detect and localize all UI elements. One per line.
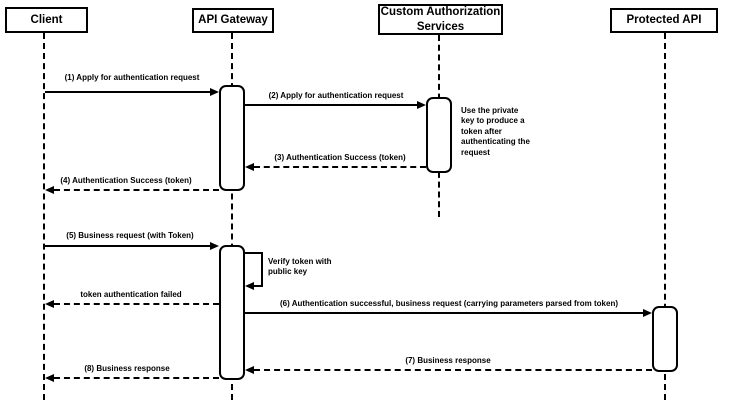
- activation-api-gateway-1: [219, 85, 245, 191]
- self-message-right-line: [261, 252, 263, 287]
- activation-protected-api: [652, 306, 678, 372]
- message-fail-arrowhead: [45, 300, 54, 308]
- actor-api-gateway: API Gateway: [192, 8, 274, 33]
- self-message-top-line: [245, 252, 263, 254]
- message-1-line: [45, 91, 210, 93]
- message-7-label: (7) Business response: [405, 356, 491, 365]
- lifeline-api-gateway: [231, 33, 233, 400]
- actor-client-label: Client: [30, 13, 63, 26]
- message-1-label: (1) Apply for authentication request: [64, 73, 200, 82]
- actor-protected-api-label: Protected API: [626, 14, 702, 27]
- message-8-arrowhead: [45, 374, 54, 382]
- lifeline-client: [43, 33, 45, 400]
- actor-custom-authorization-services: Custom Authorization Services: [378, 4, 503, 35]
- message-fail-line: [54, 303, 219, 305]
- note-private-key: Use the private key to produce a token a…: [461, 106, 530, 157]
- message-2-line: [245, 104, 417, 106]
- message-5-label: (5) Business request (with Token): [66, 231, 194, 240]
- message-8-line: [54, 377, 219, 379]
- message-2-arrowhead: [417, 101, 426, 109]
- self-message-bottom-line: [254, 285, 263, 287]
- message-5-line: [45, 245, 210, 247]
- message-5-arrowhead: [210, 242, 219, 250]
- message-6-label: (6) Authentication successful, business …: [279, 299, 619, 308]
- message-8-label: (8) Business response: [84, 364, 170, 373]
- message-7-arrowhead: [245, 366, 254, 374]
- message-6-line: [245, 312, 643, 314]
- activation-custom-authorization-services: [426, 97, 452, 173]
- actor-custom-authorization-services-label: Custom Authorization Services: [380, 6, 501, 33]
- message-4-arrowhead: [45, 186, 54, 194]
- message-6-arrowhead: [643, 309, 652, 317]
- message-4-line: [54, 189, 219, 191]
- message-7-line: [254, 369, 652, 371]
- message-3-label: (3) Authentication Success (token): [274, 153, 406, 162]
- message-3-arrowhead: [245, 163, 254, 171]
- lifeline-protected-api: [664, 33, 666, 400]
- message-2-label: (2) Apply for authentication request: [268, 91, 404, 100]
- self-message-arrowhead: [245, 282, 254, 290]
- activation-api-gateway-2: [219, 245, 245, 380]
- message-3-line: [254, 166, 426, 168]
- message-fail-label: token authentication failed: [80, 290, 182, 299]
- actor-protected-api: Protected API: [610, 8, 718, 33]
- actor-client: Client: [5, 7, 88, 33]
- actor-api-gateway-label: API Gateway: [198, 14, 268, 27]
- message-4-label: (4) Authentication Success (token): [60, 176, 192, 185]
- message-1-arrowhead: [210, 88, 219, 96]
- self-message-label: Verify token with public key: [268, 257, 332, 277]
